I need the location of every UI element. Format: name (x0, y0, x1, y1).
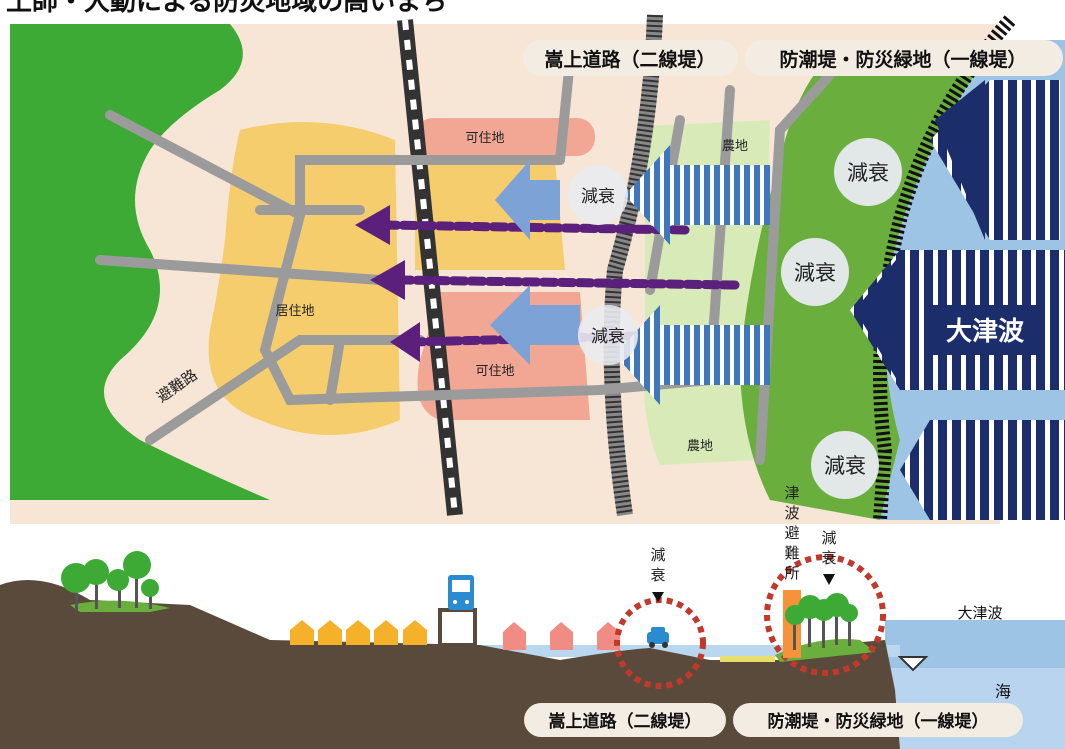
embankment-road-top-pill (523, 40, 738, 76)
page-heading: 土師・大動による防災地域の高いまち (6, 0, 447, 17)
svg-text:避: 避 (784, 524, 799, 542)
attenuation-label-5: 減衰 (824, 454, 866, 478)
seawall-top-label: 防潮堤・防災緑地（一線堤） (779, 48, 1026, 71)
attenuation-label-1: 減衰 (581, 187, 615, 207)
habitable-zone-top (415, 118, 595, 156)
attenuation-circle-seawall (764, 554, 886, 676)
embankment-road-bottom-pill (524, 703, 726, 737)
attenuation-markers: 減衰 減衰 減衰 減衰 減衰 (568, 138, 902, 499)
attenuation-label-4: 減衰 (794, 261, 836, 285)
seawall-bottom-label: 防潮堤・防災緑地（一線堤） (768, 711, 989, 732)
farmland-label-upper: 農地 (722, 139, 748, 154)
houses-residential (290, 620, 427, 645)
attenuation-road-marker (652, 592, 664, 602)
svg-text:波: 波 (784, 504, 799, 522)
habitable-label-upper: 可住地 (465, 131, 504, 146)
section-sea-label: 海 (995, 682, 1011, 701)
svg-text:衰: 衰 (650, 566, 665, 584)
attenuation-label-2: 減衰 (591, 327, 625, 347)
attenuation-seawall-marker (823, 574, 835, 585)
svg-text:難: 難 (784, 544, 799, 562)
svg-text:衰: 衰 (821, 549, 836, 567)
residential-label: 居住地 (275, 304, 314, 319)
svg-text:津: 津 (784, 484, 799, 502)
attenuation-road-label: 減 (650, 546, 665, 564)
embankment-road-top-label: 嵩上道路（二線堤） (544, 48, 715, 71)
big-tsunami-arrows (850, 80, 1065, 520)
svg-text:所: 所 (784, 564, 799, 582)
farmland-label-lower: 農地 (687, 439, 713, 454)
tsunami-arrows-attenuated (490, 145, 770, 405)
seawall-trees (785, 593, 858, 650)
attenuation-circle-road (614, 597, 706, 689)
big-tsunami-label-bg (930, 305, 1040, 355)
embankment-road-bottom-label: 嵩上道路（二線堤） (549, 711, 702, 732)
attenuation-label-3: 減衰 (847, 161, 889, 185)
hill-trees (61, 551, 159, 610)
train-icon (438, 575, 477, 647)
houses-habitable (503, 622, 620, 650)
shelter-label: 津 波 避 難 所 (784, 484, 799, 582)
seawall-top-pill (745, 40, 1063, 76)
big-tsunami-label: 大津波 (946, 317, 1025, 347)
seawall-line (873, 15, 1016, 521)
triangle-water-level-icon (897, 656, 929, 672)
seawall-bottom-pill (733, 703, 1023, 737)
forest-belt (740, 40, 1000, 520)
attenuation-seawall-label: 減 (821, 529, 836, 547)
car-icon (647, 627, 669, 648)
habitable-label-lower: 可住地 (475, 364, 514, 379)
section-big-tsunami-label: 大津波 (957, 604, 1002, 622)
